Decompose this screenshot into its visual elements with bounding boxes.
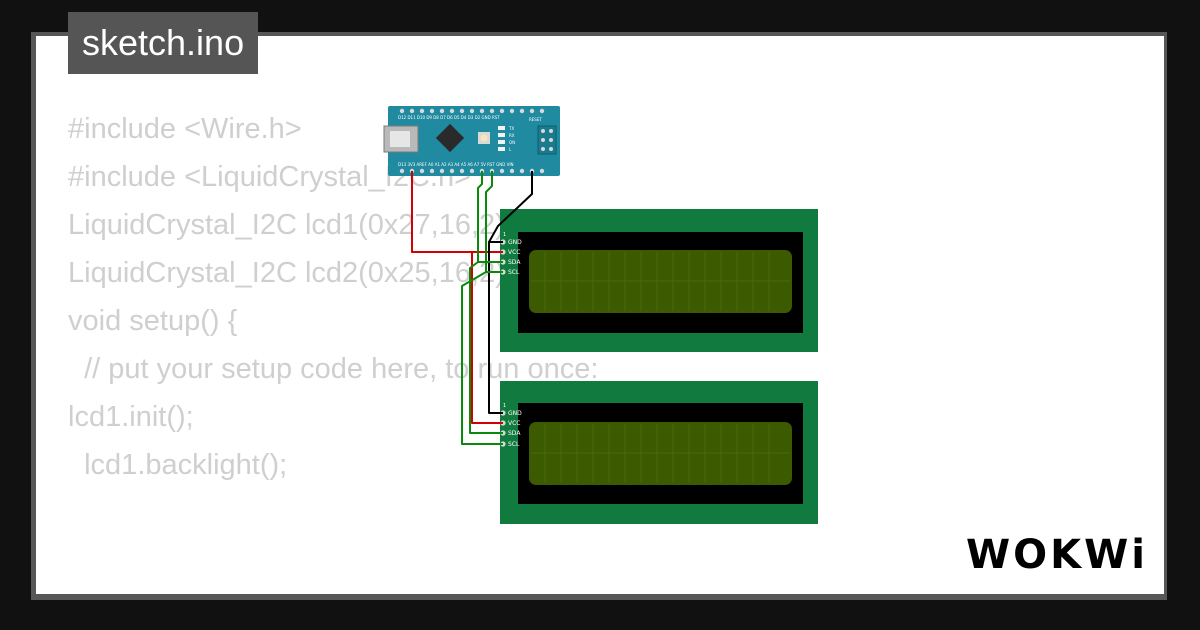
- lcd2-pin-sda: SDA: [508, 430, 521, 437]
- wiring: [411, 171, 533, 445]
- arduino-pcb: [388, 106, 560, 176]
- pin-one-marker: 1: [503, 403, 506, 409]
- icsp-header: [537, 125, 557, 155]
- code-line: #include <LiquidCrystal_I2C.h>: [68, 161, 472, 193]
- arduino-bottom-header: [399, 168, 545, 174]
- code-line: lcd1.init();: [68, 401, 194, 433]
- arduino-bottom-pin-labels: D13 3V3 AREF A0 A1 A2 A3 A4 A5 A6 A7 5V …: [398, 162, 514, 167]
- code-line: #include <Wire.h>: [68, 113, 302, 145]
- arduino-top-header: [399, 108, 545, 114]
- wire-scl-lcd2[interactable]: [461, 271, 503, 445]
- wire-gnd-lcd1[interactable]: [488, 171, 533, 243]
- lcd-character-grid: [531, 252, 790, 311]
- wokwi-logo: WOKWi: [966, 532, 1148, 578]
- lcd1-pin-gnd: GND: [508, 239, 522, 246]
- file-name-tab[interactable]: sketch.ino: [68, 12, 259, 74]
- lcd-display-1[interactable]: 1 GND VCC SDA SCL: [500, 209, 818, 352]
- wire-vcc-lcd2[interactable]: [471, 252, 503, 424]
- code-line: lcd1.backlight();: [68, 449, 288, 481]
- code-line: void setup() {: [68, 305, 238, 337]
- wire-vcc-lcd1[interactable]: [411, 171, 503, 253]
- wire-sda-lcd2[interactable]: [469, 261, 503, 434]
- wire-sda-lcd1[interactable]: [477, 171, 503, 263]
- builtin-led: [498, 147, 505, 151]
- on-label: ON: [509, 140, 515, 145]
- tx-led: [498, 126, 505, 130]
- rx-label: RX: [509, 133, 515, 138]
- rx-led: [498, 133, 505, 137]
- code-preview: #include <Wire.h> #include <LiquidCrystal…: [68, 105, 598, 594]
- arduino-nano[interactable]: D12 D11 D10 D9 D8 D7 D6 D5 D4 D3 D2 GND …: [383, 106, 560, 176]
- lcd1-pin-scl: SCL: [508, 269, 520, 276]
- code-line: // put your setup code here, to run once…: [68, 353, 599, 385]
- lcd-display-2[interactable]: 1 GND VCC SDA SCL: [500, 381, 818, 524]
- usb-port: [390, 131, 410, 147]
- wire-scl-lcd1[interactable]: [485, 171, 503, 273]
- code-line: lcd2.init();: [68, 585, 598, 594]
- lcd2-pin-gnd: GND: [508, 410, 522, 417]
- code-line: LiquidCrystal_I2C lcd2(0x25,16,2);: [68, 257, 513, 289]
- lcd1-pin-sda: SDA: [508, 259, 521, 266]
- lcd1-pin-vcc: VCC: [508, 249, 520, 256]
- reset-label: RESET: [529, 117, 542, 122]
- lcd2-pin-vcc: VCC: [508, 420, 520, 427]
- l-label: L: [509, 147, 512, 152]
- lcd-character-grid: [531, 424, 790, 483]
- arduino-top-pin-labels: D12 D11 D10 D9 D8 D7 D6 D5 D4 D3 D2 GND …: [398, 115, 500, 120]
- pin-one-marker: 1: [503, 232, 506, 238]
- power-led: [498, 140, 505, 144]
- wire-gnd-lcd2[interactable]: [488, 242, 503, 414]
- lcd2-pin-scl: SCL: [508, 441, 520, 448]
- tx-label: TX: [508, 126, 514, 131]
- reset-button-cap: [480, 134, 488, 142]
